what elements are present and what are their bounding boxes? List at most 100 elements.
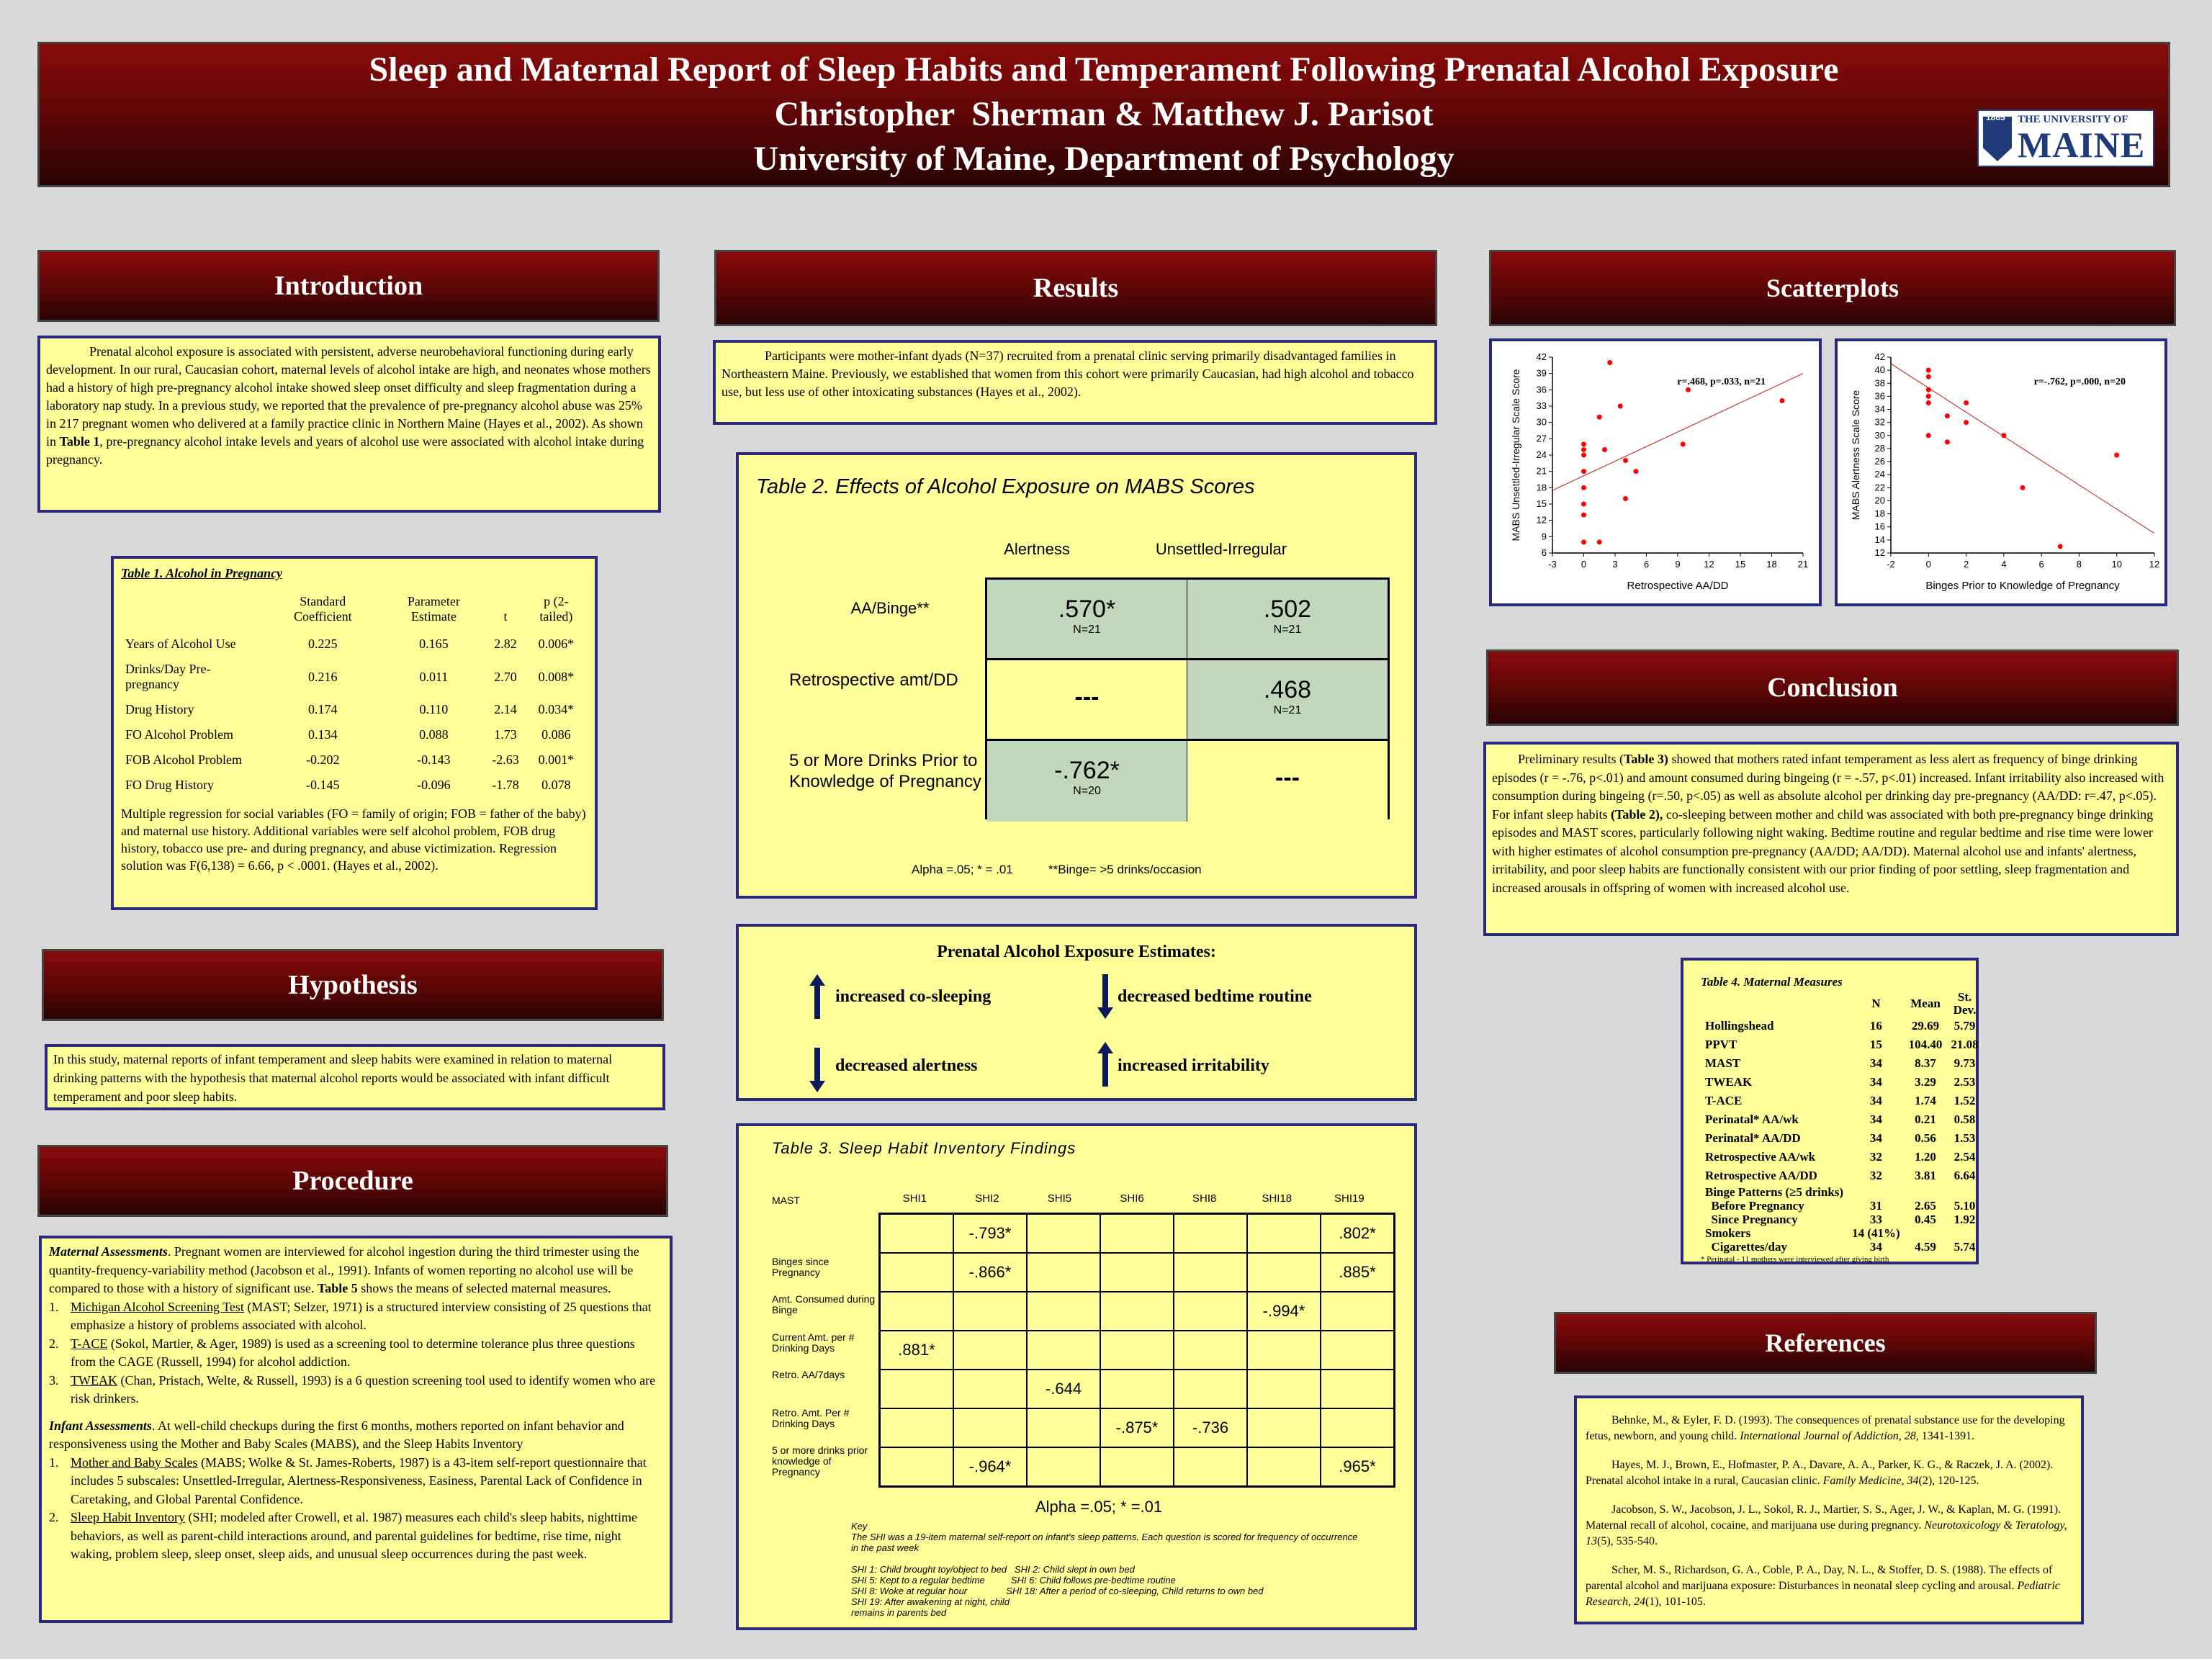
poster-affiliation: University of Maine, Department of Psych… [753, 140, 1455, 178]
logo-year: 1865 [1986, 112, 2005, 122]
results-text: Participants were mother-infant dyads (N… [721, 349, 1414, 399]
logo-main-text: MAINE [2018, 125, 2146, 165]
table3-cell [1026, 1213, 1101, 1254]
list-text: Michigan Alcohol Screening Test (MAST; S… [71, 1298, 662, 1335]
reference-pages: , 1341-1391. [1915, 1430, 1975, 1442]
table4-cell: 3.81 [1915, 1169, 1936, 1182]
trend-line [1552, 373, 1804, 491]
table1-cell: -0.202 [306, 752, 340, 767]
table1-cell: 0.216 [308, 669, 338, 684]
table1-cell: 0.008* [538, 669, 575, 684]
instrument-name[interactable]: Sleep Habit Inventory [71, 1510, 185, 1524]
table3-col-header: SHI8 [1192, 1192, 1217, 1205]
table2-footnote-alpha: Alpha =.05; * = .01 [912, 863, 1013, 876]
university-logo: 1865 THE UNIVERSITY OF MAINE [1977, 109, 2154, 167]
instrument-name[interactable]: Mother and Baby Scales [71, 1455, 198, 1470]
table4-cell: 5.79 [1954, 1019, 1976, 1033]
table3-cell [1173, 1330, 1248, 1370]
table3-cell [953, 1291, 1028, 1331]
table3-cell [1320, 1369, 1395, 1409]
table4-cell: 0.58 [1954, 1112, 1976, 1126]
table1-cell: -0.143 [417, 752, 451, 767]
table4-cell: 2.54 [1954, 1150, 1976, 1164]
y-tick-label: 42 [1537, 351, 1547, 362]
data-point [1944, 413, 1950, 419]
table3-cell [1100, 1213, 1174, 1254]
table4-header-cell: St. Dev. [1953, 990, 1977, 1017]
table3-cell [1173, 1213, 1248, 1254]
data-point [2114, 452, 2120, 458]
instrument-desc: (MAST; Selzer, 1971) is a structured int… [71, 1299, 652, 1333]
table4-cell: 3.29 [1915, 1075, 1936, 1089]
table3-col-header: SHI5 [1047, 1192, 1072, 1205]
list-number: 3. [49, 1372, 59, 1388]
table4-cell: 1.53 [1954, 1131, 1976, 1145]
table1-cell: Drinks/Day Pre-pregnancy [125, 662, 211, 691]
arrow-up-icon [809, 974, 825, 1019]
table4-cell: 34 [1869, 1094, 1882, 1107]
instrument-name[interactable]: TWEAK [71, 1372, 117, 1388]
reference-pages: (1), 101-105. [1645, 1596, 1706, 1608]
y-tick-label: 33 [1537, 400, 1547, 411]
reference-text: Behnke, M., & Eyler, F. D. (1993). The c… [1586, 1414, 2065, 1442]
table3-key: Key The SHI was a 19-item maternal self-… [851, 1521, 1358, 1618]
x-tick-label: 9 [1675, 559, 1680, 570]
table3-cell: -.866* [953, 1252, 1028, 1292]
reference-journal: Neurotoxicology & Teratology, 13 [1586, 1519, 2067, 1547]
results-panel: Participants were mother-infant dyads (N… [713, 340, 1437, 425]
table4-cell [1946, 1185, 1982, 1199]
table1-cell: FO Alcohol Problem [125, 727, 234, 742]
table1-cell: 0.134 [308, 727, 338, 742]
table3-cell [878, 1291, 954, 1331]
table3-cell [1100, 1330, 1174, 1370]
table3-cell: -.994* [1246, 1291, 1321, 1331]
instrument-name[interactable]: T-ACE [71, 1336, 108, 1351]
table1-cell: -0.145 [306, 778, 340, 792]
estimates-title: Prenatal Alcohol Exposure Estimates: [937, 943, 1216, 961]
reference-pages: (5), 535-540. [1597, 1535, 1658, 1547]
instrument-desc: (Chan, Pristach, Welte, & Russell, 1993)… [71, 1372, 656, 1406]
y-tick-label: 16 [1875, 521, 1885, 532]
table2-row-label: Retrospective amt/DD [789, 670, 958, 690]
table4-cell: Retrospective AA/DD [1705, 1169, 1817, 1182]
logo-top-text: THE UNIVERSITY OF [2018, 114, 2128, 125]
table4-cell: MAST [1705, 1056, 1741, 1070]
reference-journal: International Journal of Addiction, 28 [1740, 1430, 1916, 1442]
table4-cell: 21.08 [1951, 1038, 1979, 1051]
y-axis-label: MABS Unsettled-Irregular Scale Score [1510, 369, 1521, 541]
table3-cell: .885* [1320, 1252, 1395, 1292]
table3-cell [1320, 1291, 1395, 1331]
section-header-scatterplots: Scatterplots [1489, 250, 2176, 326]
data-point [1779, 397, 1785, 403]
table4-cell: Retrospective AA/wk [1705, 1150, 1816, 1164]
table-row: -.964*.965* [878, 1447, 1395, 1488]
table2-n: N=21 [1273, 624, 1302, 636]
table1-cell: 0.165 [419, 637, 449, 651]
table1-cell: 2.70 [494, 669, 517, 684]
y-tick-label: 18 [1537, 482, 1547, 493]
list-number: 2. [49, 1510, 59, 1524]
x-axis-label: Binges Prior to Knowledge of Pregnancy [1925, 580, 2120, 592]
instrument-desc: (SHI; modeled after Crowell, et al. 1987… [71, 1510, 638, 1561]
instrument-name[interactable]: Michigan Alcohol Screening Test [71, 1299, 244, 1314]
table4-cell: 15 [1869, 1038, 1882, 1051]
data-point [1944, 439, 1950, 445]
x-tick-label: 0 [1581, 559, 1586, 570]
data-point [1607, 360, 1613, 366]
x-tick-label: 3 [1612, 559, 1617, 570]
table-row: -.994* [878, 1291, 1395, 1331]
estimate-bedtime-routine: decreased bedtime routine [1118, 987, 1312, 1006]
data-point [2057, 544, 2063, 549]
table1-panel: Table 1. Alcohol in Pregnancy Standard C… [111, 556, 598, 910]
table3-cell [1246, 1330, 1321, 1370]
y-tick-label: 38 [1875, 377, 1885, 388]
